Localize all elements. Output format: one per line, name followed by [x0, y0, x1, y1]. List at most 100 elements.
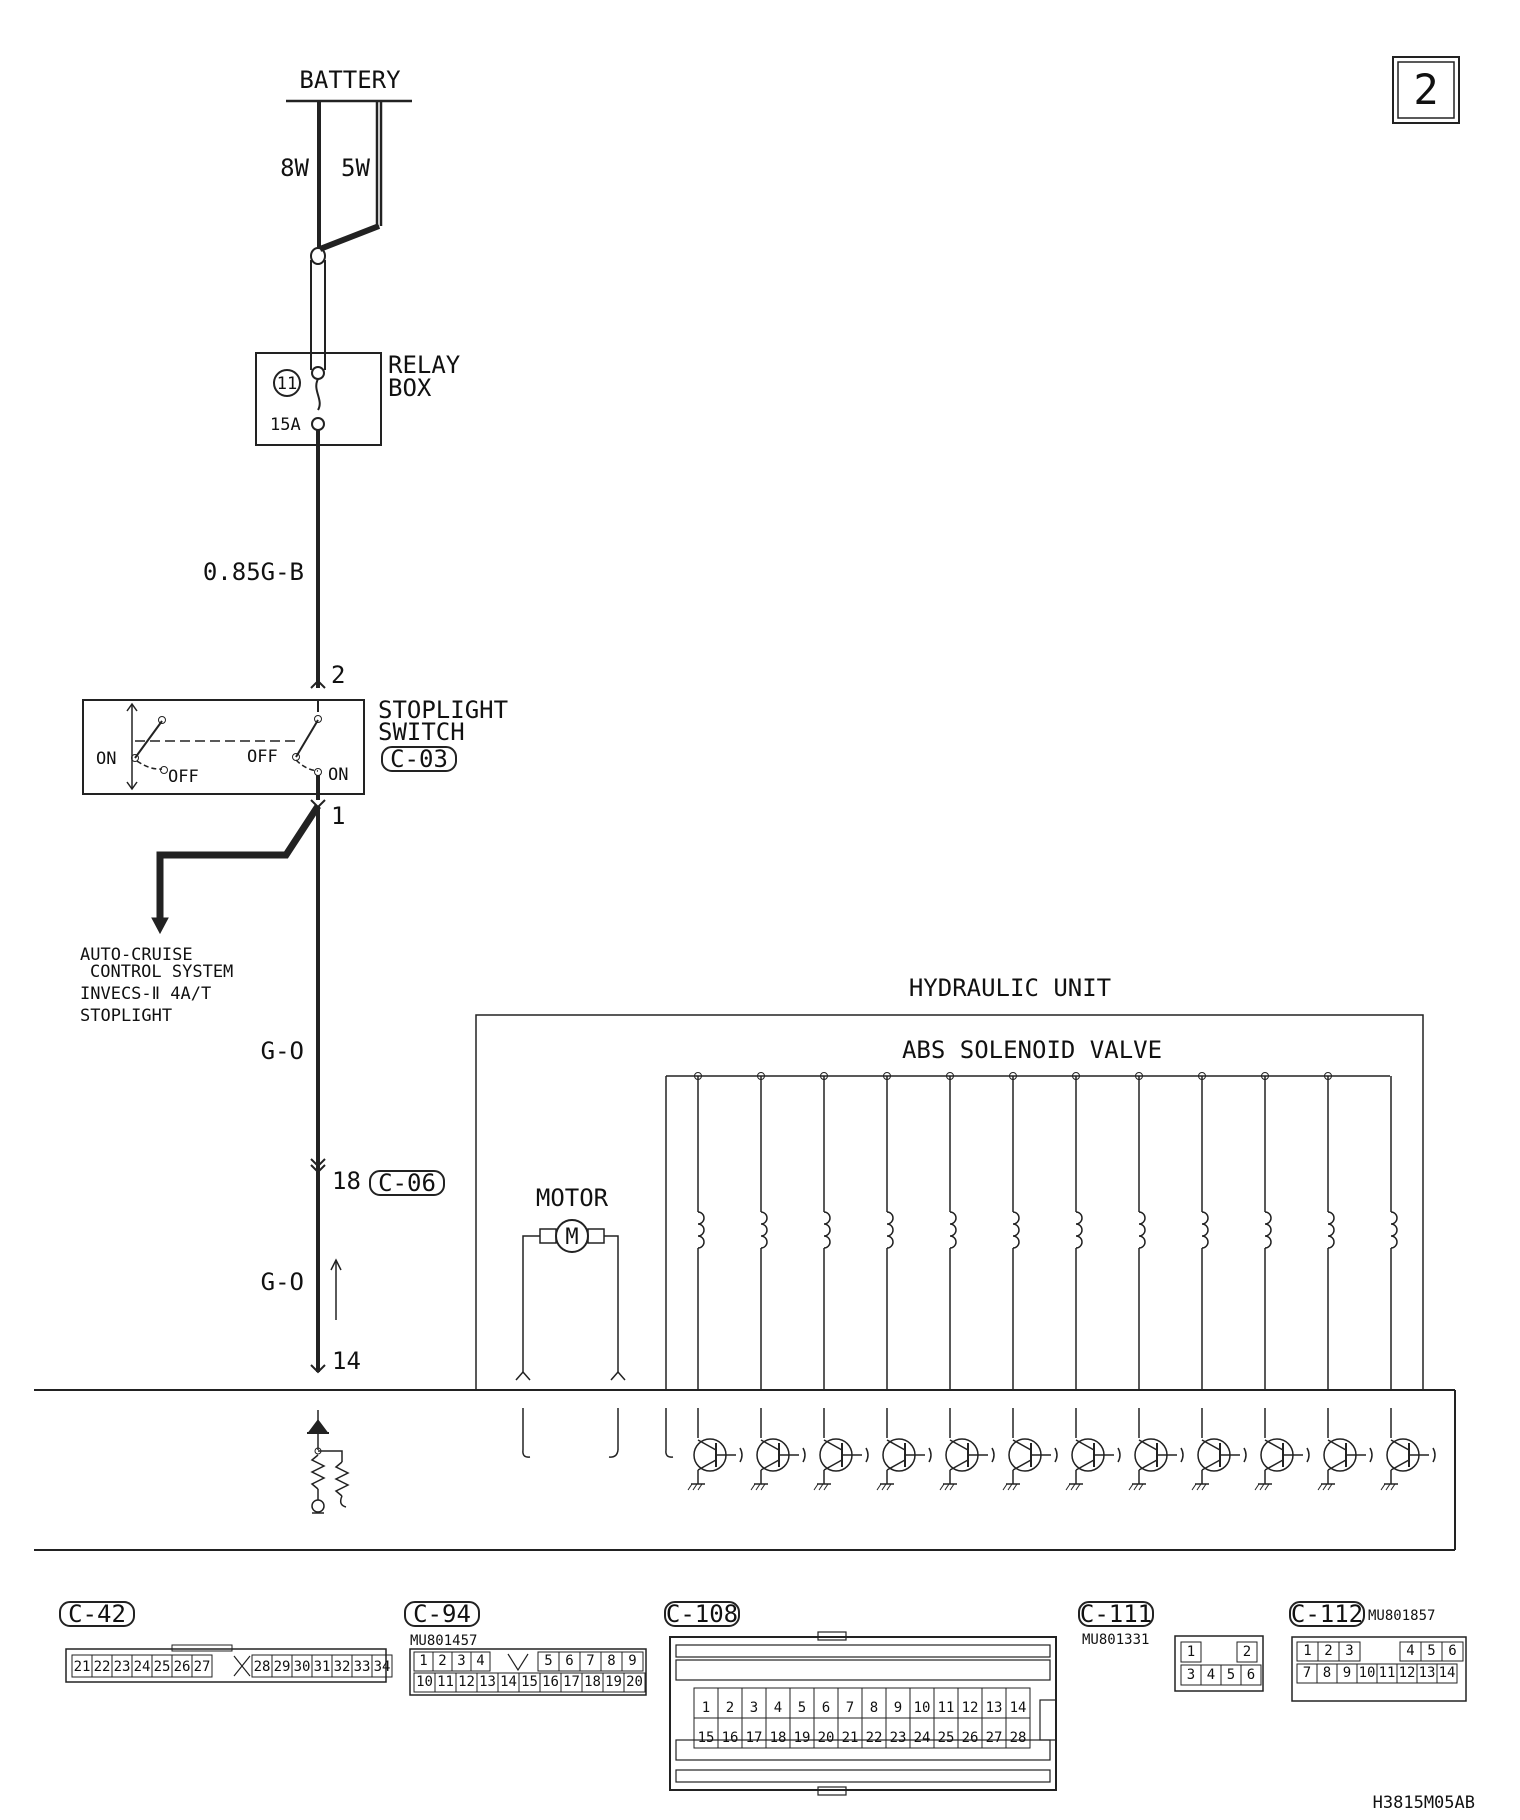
wire-5w-label: 5W: [341, 154, 370, 182]
connector-pin: 20: [813, 1717, 839, 1749]
connector-pin: 20: [623, 1672, 646, 1693]
connector-pin: 13: [981, 1687, 1007, 1719]
ground-icon: [1254, 1483, 1272, 1491]
connector-pin: 7: [579, 1651, 602, 1672]
pin-number: 21: [74, 1659, 91, 1675]
c111-label: C-111: [1080, 1600, 1152, 1628]
ground-icon: [750, 1483, 768, 1491]
stoplight-switch: 2 ON OFF OFF ON STOPLIGHT SWITCH C-03 1: [82, 661, 508, 830]
ground-icon: [813, 1483, 831, 1491]
connector-pin: 24: [909, 1717, 935, 1749]
pin-number: 29: [274, 1659, 291, 1675]
connector-pin: 3: [451, 1651, 472, 1672]
ground-icon: [939, 1483, 957, 1491]
pin-number: 24: [914, 1730, 931, 1746]
pin-number: 1: [702, 1700, 710, 1716]
pin-number: 6: [565, 1653, 573, 1669]
ground-icon: [876, 1483, 894, 1491]
pin-number: 7: [846, 1700, 854, 1716]
pin-number: 5: [1427, 1643, 1435, 1659]
connector-pin: 26: [957, 1717, 983, 1749]
transistor-icon: [1260, 1438, 1310, 1472]
connector-pin: 8: [1316, 1663, 1338, 1684]
connector-pin: 31: [311, 1654, 333, 1678]
connector-pin: 11: [434, 1672, 457, 1693]
coil-icon: [1201, 1211, 1209, 1249]
pin-number: 19: [794, 1730, 811, 1746]
pin-number: 16: [722, 1730, 739, 1746]
connector-pin: 19: [789, 1717, 815, 1749]
pin-number: 13: [1419, 1665, 1436, 1681]
connector-pin: 17: [560, 1672, 583, 1693]
pin-number: 13: [479, 1674, 496, 1690]
connector-pin: 12: [455, 1672, 478, 1693]
switch-label-1: STOPLIGHT: [378, 696, 508, 724]
connector-pin: 15: [518, 1672, 541, 1693]
connector-pin: 27: [191, 1654, 213, 1678]
pin-number: 9: [1343, 1665, 1351, 1681]
wire-8w-label: 8W: [280, 154, 309, 182]
c112-part-number: MU801857: [1368, 1608, 1435, 1624]
pin-number: 14: [1010, 1700, 1027, 1716]
connector-pin: 28: [251, 1654, 273, 1678]
coil-icon: [1390, 1211, 1398, 1249]
ground-icon: [1128, 1483, 1146, 1491]
pin-number: 31: [314, 1659, 331, 1675]
pin-number: 25: [938, 1730, 955, 1746]
switch-label-2: SWITCH: [378, 718, 465, 746]
c112-label: C-112: [1291, 1600, 1363, 1628]
pin-number: 18: [584, 1674, 601, 1690]
connector-pin: 28: [1005, 1717, 1031, 1749]
pin-number: 32: [334, 1659, 351, 1675]
abs-solenoid-valve-title: ABS SOLENOID VALVE: [902, 1036, 1162, 1064]
c94-label: C-94: [413, 1600, 471, 1628]
pin-number: 30: [294, 1659, 311, 1675]
pin-number: 5: [544, 1653, 552, 1669]
connector-pin: 3: [741, 1687, 767, 1719]
pin-number: 2: [1324, 1643, 1332, 1659]
page-badge: 2: [1392, 56, 1460, 124]
ground-icon: [1191, 1483, 1209, 1491]
pin-number: 4: [476, 1653, 484, 1669]
go-wire: G-O 18 C-06 G-O 14: [261, 806, 445, 1375]
transistor-icon: [882, 1438, 932, 1472]
branch-wire: AUTO-CRUISE CONTROL SYSTEM INVECS-Ⅱ 4A/T…: [80, 804, 321, 1026]
connector-pin: 19: [602, 1672, 625, 1693]
pin-number: 23: [114, 1659, 131, 1675]
pin-number: 22: [866, 1730, 883, 1746]
coil-icon: [886, 1211, 894, 1249]
connector-pin: 16: [717, 1717, 743, 1749]
connector-pin: 18: [765, 1717, 791, 1749]
pin-number: 4: [1207, 1667, 1215, 1683]
solenoid-valve: [750, 1072, 806, 1491]
pin-number: 8: [1323, 1665, 1331, 1681]
connector-pin: 14: [1436, 1663, 1458, 1684]
connector-pin: 9: [885, 1687, 911, 1719]
switch-pin-bottom: 1: [331, 802, 345, 830]
pin-number: 24: [134, 1659, 151, 1675]
connector-pin: 17: [741, 1717, 767, 1749]
ground-icon: [687, 1483, 705, 1491]
connector-pin: 34: [371, 1654, 393, 1678]
connector-pin: 1: [1296, 1641, 1319, 1662]
connector-pin: 22: [91, 1654, 113, 1678]
ground-icon: [1002, 1483, 1020, 1491]
connector-pin: 16: [539, 1672, 562, 1693]
pin-number: 34: [374, 1659, 391, 1675]
transistor-icon: [1386, 1438, 1436, 1472]
pin-number: 27: [194, 1659, 211, 1675]
pin-number: 20: [626, 1674, 643, 1690]
pin-number: 17: [746, 1730, 763, 1746]
c111-part-number: MU801331: [1082, 1632, 1149, 1648]
solenoid-valve: [687, 1072, 743, 1491]
connector-pin: 21: [837, 1717, 863, 1749]
connector-pin: 22: [861, 1717, 887, 1749]
pin-number: 15: [521, 1674, 538, 1690]
pin-number: 28: [1010, 1730, 1027, 1746]
solenoid-valve-group: [687, 1072, 1436, 1491]
pin-number: 2: [1243, 1644, 1251, 1660]
pin-number: 1: [419, 1653, 427, 1669]
transistor-icon: [756, 1438, 806, 1472]
